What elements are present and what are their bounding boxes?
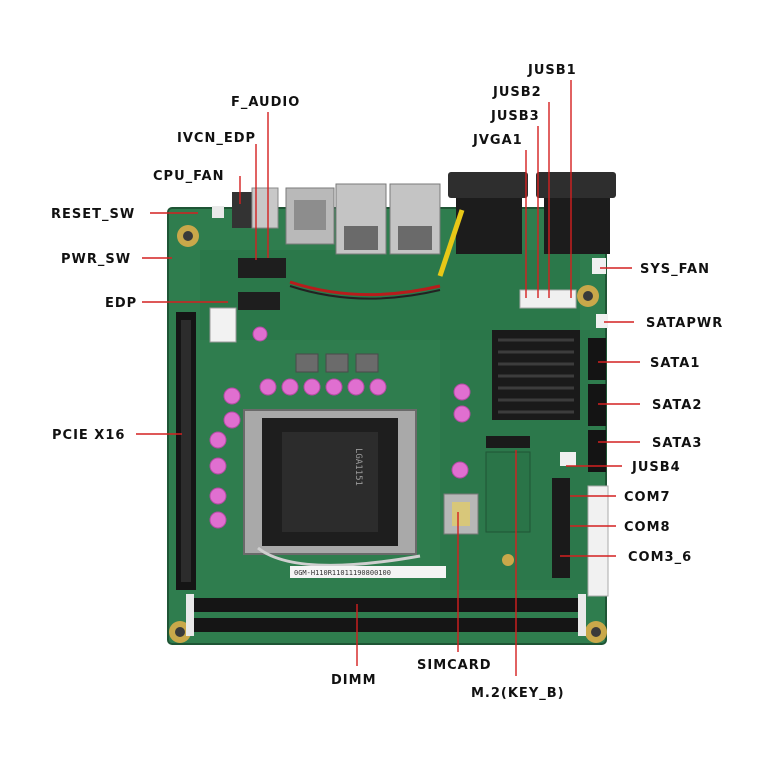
leader-lines <box>136 80 640 676</box>
label-jusb2: JUSB2 <box>492 85 542 100</box>
socket-marking: LGA1151 <box>353 448 363 486</box>
mounting-hole <box>177 225 199 247</box>
label-reset-sw: RESET_SW <box>51 207 135 222</box>
cpu-socket: LGA1151 <box>243 409 421 567</box>
heatsink <box>492 330 580 420</box>
label-sata2: SATA2 <box>652 398 702 413</box>
label-f-audio: F_AUDIO <box>231 95 300 110</box>
serial-number: 0GM-H110R11011190800100 <box>294 569 391 577</box>
capacitors <box>209 326 471 529</box>
sata-ports <box>588 338 606 472</box>
label-jusb3: JUSB3 <box>490 109 540 124</box>
label-ivcn-edp: IVCN_EDP <box>177 131 256 146</box>
mounting-hole <box>585 621 607 643</box>
label-edp: EDP <box>105 296 137 311</box>
label-m2-key-b: M.2(KEY_B) <box>471 686 565 701</box>
label-com3-6: COM3_6 <box>628 550 692 565</box>
mounting-hole <box>577 285 599 307</box>
mounting-hole <box>169 621 191 643</box>
label-satapwr: SATAPWR <box>646 316 723 331</box>
m2-slot <box>485 436 531 566</box>
chokes <box>295 353 379 373</box>
serial-sticker: 0GM-H110R11011190800100 <box>290 566 446 578</box>
label-dimm: DIMM <box>331 673 377 688</box>
label-jusb1: JUSB1 <box>527 63 577 78</box>
label-simcard: SIMCARD <box>417 658 492 673</box>
label-pcie-x16: PCIE X16 <box>52 428 125 443</box>
label-sata1: SATA1 <box>650 356 700 371</box>
dimm-slots <box>186 594 586 636</box>
label-sata3: SATA3 <box>652 436 702 451</box>
label-sys-fan: SYS_FAN <box>640 262 710 277</box>
label-com8: COM8 <box>624 520 671 535</box>
pcie-slot <box>176 312 196 590</box>
label-com7: COM7 <box>624 490 671 505</box>
headers <box>209 206 608 466</box>
com-headers <box>552 478 609 597</box>
component-labels: JUSB1 JUSB2 JUSB3 JVGA1 F_AUDIO IVCN_EDP… <box>51 63 723 701</box>
label-jusb4: JUSB4 <box>631 460 681 475</box>
label-jvga1: JVGA1 <box>472 133 523 148</box>
label-pwr-sw: PWR_SW <box>61 252 131 267</box>
label-cpu-fan: CPU_FAN <box>153 169 224 184</box>
simcard-slot <box>443 493 479 535</box>
